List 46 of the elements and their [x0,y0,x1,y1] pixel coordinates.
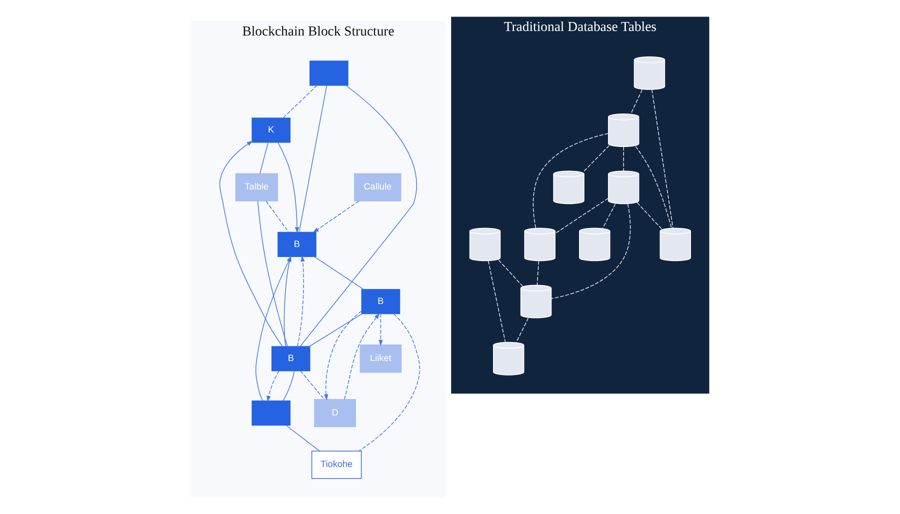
node-box: B [361,288,400,314]
connector [635,146,672,228]
connector [536,260,540,286]
connector [314,256,364,290]
connector [286,425,320,452]
node-box: K [252,118,290,143]
connector [636,202,662,230]
connector [498,260,523,286]
connector [623,146,624,172]
connector [532,133,609,228]
connector [488,260,506,342]
connector [358,313,420,452]
arrow [344,312,380,400]
arrow [324,310,362,400]
arrow [296,255,305,347]
arrow [312,200,360,233]
connector [260,142,268,174]
connector [652,89,674,228]
connector [516,318,529,343]
connector [582,145,610,172]
connector [266,200,289,232]
connector [602,204,616,228]
node-box: B [278,232,316,257]
connector [300,370,325,400]
arrow [266,370,280,402]
node-box [310,60,348,86]
cluster: Traditional Database Tables [451,16,710,394]
connector [550,204,631,299]
node-box: D [314,399,356,428]
node-box: Talble [235,173,278,202]
node-box [252,400,290,426]
node-box: Callule [354,173,402,202]
connector [630,89,642,114]
connector [282,370,295,402]
node-box: B [271,346,310,372]
node-box: Liiket [360,344,402,373]
arrow [219,140,283,347]
connector [257,200,288,347]
arrow [278,142,300,234]
connector [300,85,417,347]
connector [309,313,362,347]
connector [282,85,318,118]
connector [298,85,328,233]
connector [554,198,609,234]
node-box: Tiokohe [311,450,362,479]
arrow [378,313,383,346]
